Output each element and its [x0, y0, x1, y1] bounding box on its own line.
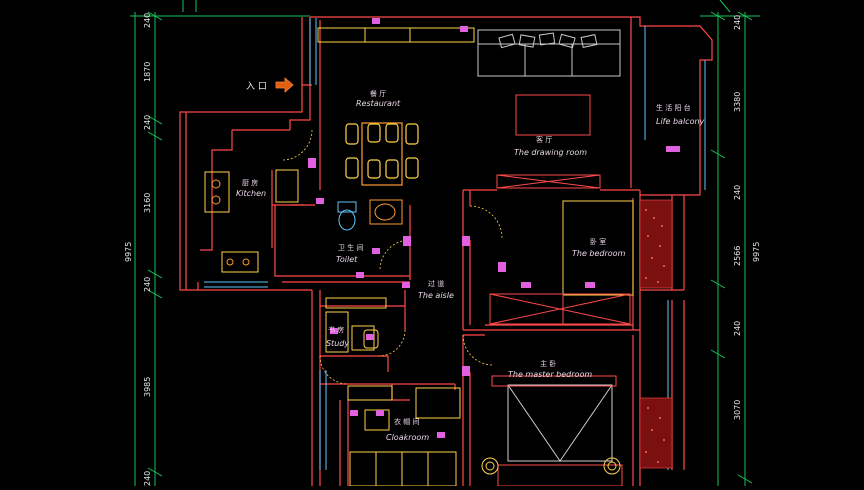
cloakroom-label-en: Cloakroom — [386, 433, 429, 442]
dim-left-0: 240 — [143, 13, 152, 28]
room-labels: 餐 厅 Restaurant 客 厅 The drawing room 生 活 … — [236, 89, 705, 442]
dimension-labels-right: 240 3380 240 2566 9975 240 3070 — [733, 15, 761, 420]
dim-left-5: 240 — [143, 277, 152, 292]
hatched-wall-sections — [639, 199, 673, 469]
tv-cabinet — [496, 174, 601, 189]
dining-set — [345, 122, 419, 186]
dim-left-4: 9975 — [124, 242, 133, 262]
dim-left-2: 240 — [143, 115, 152, 130]
dimension-labels-left: 240 1870 240 3160 9975 240 3985 240 — [124, 13, 152, 486]
entrance-marker: 入 口 — [246, 77, 294, 93]
toilet-fixtures — [337, 199, 403, 231]
dim-right-4: 9975 — [752, 242, 761, 262]
coffee-table — [515, 94, 591, 136]
entrance-label: 入 口 — [246, 81, 267, 92]
bedroom-label-en: The bedroom — [572, 249, 626, 258]
dim-right-1: 3380 — [733, 92, 742, 112]
dim-right-2: 240 — [733, 185, 742, 200]
restaurant-label-cn: 餐 厅 — [370, 89, 386, 98]
balcony-label-en: Life balcony — [656, 117, 705, 126]
restaurant-label-en: Restaurant — [356, 99, 401, 108]
cloakroom-label-cn: 衣 帽 间 — [394, 417, 419, 426]
dim-right-0: 240 — [733, 15, 742, 30]
hatch-dots — [645, 209, 665, 463]
fixture-tags — [308, 18, 680, 438]
entrance-arrow-icon — [275, 77, 294, 93]
top-cabinet-row — [317, 27, 475, 43]
dim-right-5: 240 — [733, 321, 742, 336]
aisle-label-cn: 过 道 — [428, 279, 444, 288]
sofa — [477, 29, 621, 77]
dim-right-3: 2566 — [733, 246, 742, 266]
bedroom-label-cn: 卧 室 — [590, 237, 606, 246]
study-label-cn: 书 房 — [328, 325, 344, 334]
kitchen-label-cn: 厨 房 — [242, 178, 258, 187]
balcony-label-cn: 生 活 阳 台 — [656, 103, 691, 112]
study-label-en: Study — [326, 339, 349, 348]
dim-left-7: 240 — [143, 471, 152, 486]
dim-left-6: 3985 — [143, 377, 152, 397]
dim-left-1: 1870 — [143, 62, 152, 82]
toilet-label-en: Toilet — [336, 255, 358, 264]
drawing-room-label-en: The drawing room — [514, 148, 587, 157]
dim-right-6: 3070 — [733, 400, 742, 420]
master-bedroom-label-en: The master bedroom — [508, 370, 592, 379]
drawing-room-label-cn: 客 厅 — [536, 135, 552, 144]
bedroom-furniture — [489, 200, 634, 325]
master-bed — [481, 384, 623, 487]
toilet-label-cn: 卫 生 间 — [338, 243, 363, 252]
kitchen-label-en: Kitchen — [236, 189, 266, 198]
aisle-label-en: The aisle — [418, 291, 454, 300]
kitchen-counters — [204, 169, 299, 273]
master-wardrobe — [491, 375, 617, 387]
doors — [281, 129, 503, 385]
dim-left-3: 3160 — [143, 193, 152, 213]
master-bedroom-label-cn: 主 卧 — [540, 359, 556, 368]
